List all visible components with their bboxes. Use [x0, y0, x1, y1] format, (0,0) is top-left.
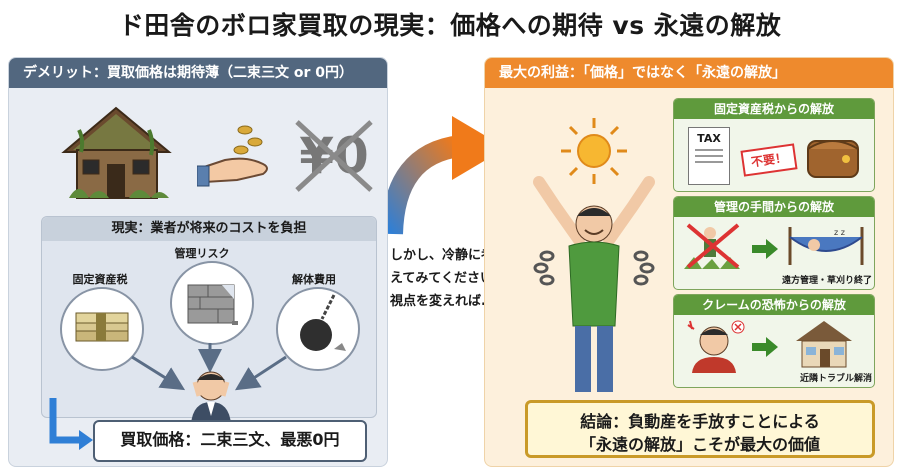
sun-icon: [561, 118, 627, 184]
right-panel: 最大の利益：「価格」ではなく「永遠の解放」 固定資産税からの解放 TAX: [484, 57, 894, 467]
result-box: 買取価格：二束三文、最悪0円: [93, 420, 367, 462]
not-needed-stamp: 不要！: [740, 143, 798, 177]
benefit-card-management: 管理の手間からの解放 z z 遠方管理・草刈り終了: [673, 196, 875, 290]
wrecking-ball-icon: [300, 294, 346, 351]
cost-label-property-tax: 固定資産税: [72, 273, 128, 286]
result-arrow: [49, 398, 93, 450]
wrecking-ball-circle: [276, 287, 360, 371]
left-panel-header: デメリット：買取価格は期待薄（二束三文 or 0円）: [9, 58, 387, 88]
money-stack-circle: [60, 287, 144, 371]
brick-wall-icon: [187, 284, 238, 325]
benefit-card-management-title: 管理の手間からの解放: [674, 197, 874, 217]
tax-document-icon: TAX: [688, 127, 730, 185]
reality-box: 現実：業者が将来のコストを負担 固定資産税 管理リスク 解体費用: [41, 216, 377, 418]
hand-coins-icon: [197, 125, 268, 187]
worried-man-icon: [191, 371, 231, 424]
cost-label-management-risk: 管理リスク: [174, 247, 230, 260]
conclusion-line-1: 結論：負動産を手放すことによる: [580, 412, 820, 431]
benefit-card-tax-title: 固定資産税からの解放: [674, 99, 874, 119]
cross-out-icon: [295, 120, 373, 192]
reality-box-header: 現実：業者が将来のコストを負担: [42, 217, 376, 241]
green-arrow-icon: [752, 337, 778, 357]
cost-arrows: [131, 343, 287, 391]
money-stack-icon: [75, 312, 129, 342]
hammock-icon: z z: [788, 227, 864, 265]
angry-neighbor-icon: [687, 320, 745, 373]
cost-label-demolition: 解体費用: [292, 273, 336, 286]
conclusion-line-2: 「永遠の解放」こそが最大の価値: [579, 435, 820, 454]
old-house-icon: [61, 106, 172, 199]
middle-text-line-1: しかし、冷静に考: [390, 248, 495, 263]
brick-wall-circle: [170, 261, 254, 345]
middle-text-line-3: 視点を変えれば...: [390, 294, 496, 309]
wallet-icon: [807, 140, 859, 178]
right-panel-header: 最大の利益：「価格」ではなく「永遠の解放」: [485, 58, 893, 88]
page-title: ド田舎のボロ家買取の現実：価格への期待 vs 永遠の解放: [118, 11, 782, 40]
benefit-card-complaint-title: クレームの恐怖からの解放: [674, 295, 874, 315]
transition-arrow-icon: [388, 116, 506, 235]
calm-house-icon: [796, 321, 852, 368]
complaint-caption: 近隣トラブル解消: [799, 374, 872, 384]
svg-text:z z: z z: [834, 228, 845, 237]
benefit-card-tax: 固定資産税からの解放 TAX 不要！: [673, 98, 875, 192]
middle-text-line-2: えてみてください。: [390, 271, 506, 286]
freed-man-icon: [533, 176, 655, 392]
tax-document-label: TAX: [697, 132, 721, 145]
green-arrow-icon: [752, 239, 778, 259]
middle-text: しかし、冷静に考 えてみてください。 視点を変えれば...: [390, 244, 515, 313]
conclusion-box: 結論：負動産を手放すことによる 「永遠の解放」こそが最大の価値: [525, 400, 875, 458]
left-panel: デメリット：買取価格は期待薄（二束三文 or 0円） ¥0 現実：業者が将来のコ…: [8, 57, 388, 467]
management-caption: 遠方管理・草刈り終了: [781, 276, 872, 286]
grass-cutting-crossed-icon: [684, 223, 740, 269]
benefit-card-complaint: クレームの恐怖からの解放 近隣トラブル解消: [673, 294, 875, 388]
